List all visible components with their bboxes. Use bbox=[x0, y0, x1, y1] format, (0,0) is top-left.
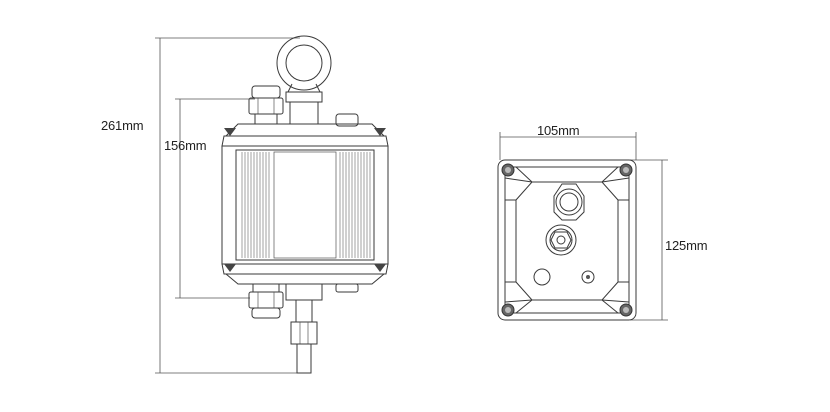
bottom-cable-gland bbox=[248, 283, 284, 319]
dimension-105mm-line bbox=[499, 132, 637, 160]
bottom-shaft bbox=[285, 283, 323, 374]
housing-bottom-cap bbox=[221, 263, 389, 285]
dimension-125mm-line bbox=[630, 159, 668, 321]
side-view bbox=[221, 35, 389, 374]
corner-bolt bbox=[619, 163, 633, 177]
dimension-label-261mm: 261mm bbox=[101, 118, 144, 133]
corner-braces bbox=[504, 166, 630, 314]
top-cable-gland bbox=[248, 85, 284, 125]
raised-panel bbox=[515, 181, 619, 301]
top-view-outer-plate bbox=[497, 159, 637, 321]
cooling-fins bbox=[241, 151, 371, 259]
housing-top-cap bbox=[221, 123, 389, 147]
dimension-label-105mm: 105mm bbox=[537, 123, 580, 138]
corner-bolt bbox=[501, 303, 515, 317]
dimension-label-125mm: 125mm bbox=[665, 238, 708, 253]
top-boss bbox=[335, 113, 359, 127]
dimension-156mm-line bbox=[175, 98, 255, 299]
dimension-label-156mm: 156mm bbox=[164, 138, 207, 153]
top-view-inner-frame bbox=[504, 166, 630, 314]
motor-body bbox=[221, 145, 389, 265]
corner-bolt bbox=[501, 163, 515, 177]
bottom-boss bbox=[335, 283, 359, 293]
dimension-261mm-line bbox=[155, 37, 305, 374]
small-plug bbox=[581, 270, 595, 284]
top-view bbox=[497, 159, 637, 321]
corner-bolt bbox=[619, 303, 633, 317]
lifting-eye bbox=[276, 35, 332, 125]
top-view-gland-upper bbox=[553, 183, 585, 221]
vent-hole bbox=[533, 268, 551, 286]
corner-bolts bbox=[501, 163, 633, 317]
top-view-gland-lower bbox=[545, 224, 577, 256]
small-plug-center bbox=[586, 275, 590, 279]
